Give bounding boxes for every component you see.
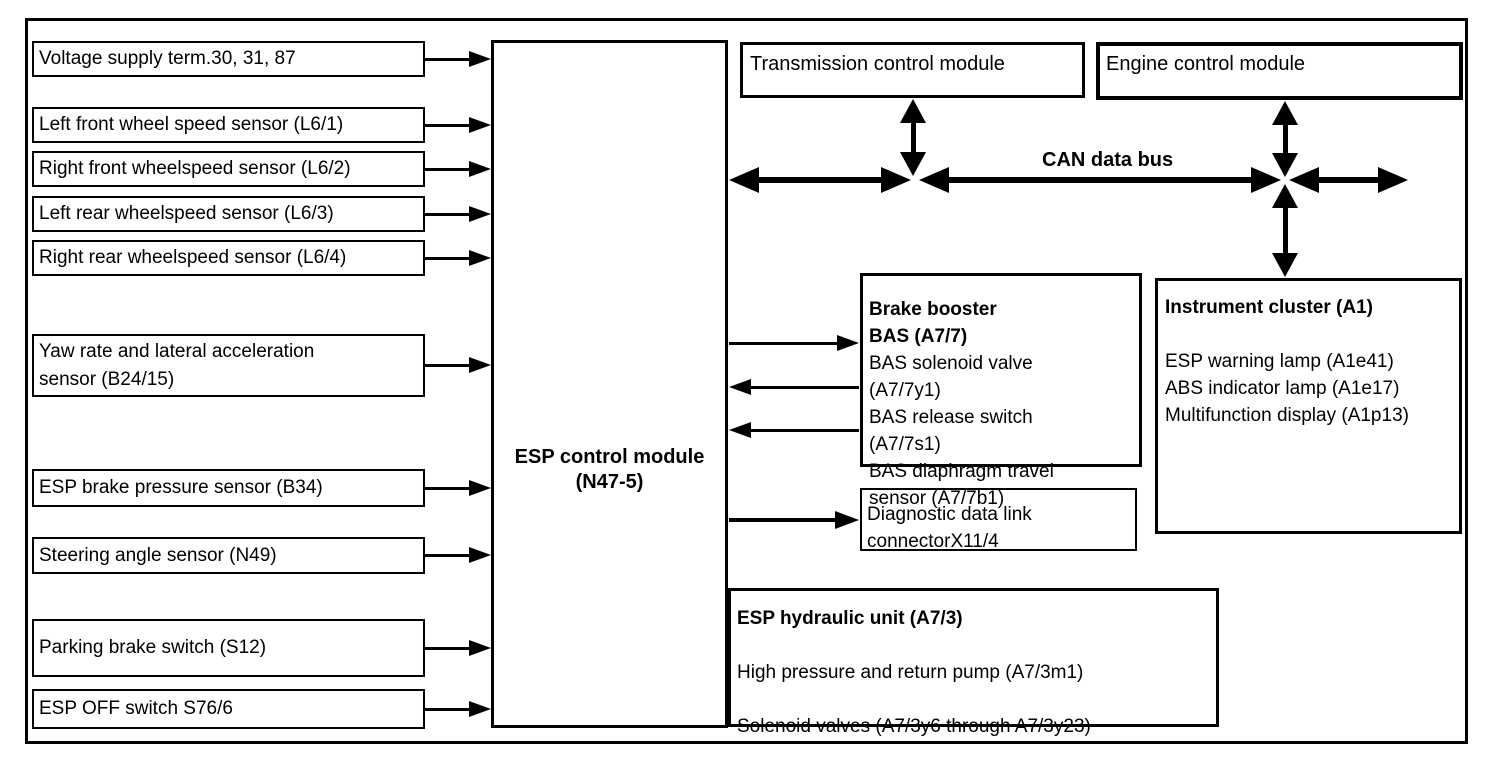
diagnostic-label-line1: Diagnostic data link [867, 504, 1032, 525]
diagram-outer-border [25, 18, 1468, 744]
input-arrow [469, 116, 491, 133]
spacer [1165, 321, 1459, 348]
input-arrow [425, 123, 471, 127]
input-box: ESP brake pressure sensor (B34) [32, 469, 425, 507]
input-arrow [425, 167, 471, 171]
hydraulic-unit-title: ESP hydraulic unit (A7/3) [737, 608, 963, 629]
input-box: Yaw rate and lateral acceleration sensor… [32, 334, 425, 397]
brake-booster-item-line: (A7/7s1) [869, 434, 941, 455]
brake-booster-item-line: sensor (A7/7b1) [869, 488, 1005, 509]
hydraulic-unit-item: Solenoid valves (A7/3y6 through A7/3y23) [737, 716, 1091, 737]
engine-can-arrow [1271, 153, 1298, 177]
input-arrow [425, 57, 471, 61]
esp-hydraulic-unit-box: ESP hydraulic unit (A7/3) High pressure … [728, 588, 1219, 737]
input-arrow [469, 547, 491, 563]
input-box: Left front wheel speed sensor (L6/1) [32, 107, 425, 143]
esp-control-module-label: ESP control module [514, 446, 705, 468]
brake-booster-title-line1: Brake booster [869, 299, 997, 320]
brake-booster-items: BAS solenoid valve (A7/7y1) BAS release sw… [869, 350, 1139, 512]
engine-control-module-label: Engine control module [1106, 53, 1306, 75]
input-box: Right front wheelspeed sensor (L6/2) [32, 151, 425, 187]
input-arrow [425, 364, 471, 367]
brake-booster-to-esp-arrow [729, 421, 751, 438]
input-box: Right rear wheelspeed sensor (L6/4) [32, 240, 425, 276]
engine-can-arrow [1271, 101, 1298, 125]
instrument-cluster-item-line: ABS indicator lamp (A1e17) [1165, 378, 1400, 399]
input-box-label: Steering angle sensor (N49) [39, 544, 277, 566]
can-bus-right-segment [1317, 177, 1380, 183]
input-arrow [425, 212, 471, 216]
input-arrow [425, 554, 471, 557]
brake-booster-item-line: BAS release switch [869, 407, 1033, 428]
instrument-cluster-title: Instrument cluster (A1) [1165, 297, 1373, 318]
input-arrow [469, 639, 491, 656]
input-box-label: Right front wheelspeed sensor (L6/2) [39, 158, 351, 179]
input-box: ESP OFF switch S76/6 [32, 689, 425, 729]
input-box-label: Yaw rate and lateral acceleration sensor… [39, 340, 315, 390]
input-box-label: ESP brake pressure sensor (B34) [39, 477, 323, 498]
input-box-label: Voltage supply term.30, 31, 87 [39, 48, 296, 69]
diagnostic-data-link-connector-box: Diagnostic data link connectorX11/4 [860, 488, 1137, 552]
esp-control-module-title: ESP control module (N47-5) [491, 445, 728, 495]
input-box-label: Parking brake switch (S12) [39, 637, 267, 658]
input-arrow [469, 357, 491, 373]
brake-booster-to-esp-arrow [749, 428, 859, 432]
input-arrow [469, 700, 491, 717]
input-box: Voltage supply term.30, 31, 87 [32, 41, 425, 77]
transmission-can-arrow [899, 99, 926, 123]
can-bus-left-segment [729, 166, 759, 193]
input-box-label: Right rear wheelspeed sensor (L6/4) [39, 247, 347, 268]
input-arrow [469, 50, 491, 67]
can-bus-right-segment [1378, 166, 1408, 193]
can-to-instrument-cluster-arrow [1271, 253, 1298, 277]
input-box-label: Left front wheel speed sensor (L6/1) [39, 114, 344, 135]
brake-booster-item-line: BAS diaphragm travel [869, 461, 1054, 482]
can-data-bus-label: CAN data bus [1042, 149, 1174, 171]
input-arrow [469, 249, 491, 266]
esp-to-diagnostic-arrow [835, 510, 859, 529]
input-arrow [469, 205, 491, 222]
instrument-cluster-items: ESP warning lamp (A1e41) ABS indicator la… [1165, 348, 1459, 429]
esp-control-module-code: (N47-5) [575, 471, 644, 493]
instrument-cluster-box: Instrument cluster (A1) ESP warning lamp… [1155, 278, 1462, 534]
transmission-can-arrow [910, 121, 916, 154]
brake-booster-title-line2: BAS (A7/7) [869, 326, 968, 347]
can-bus-middle-segment [947, 177, 1253, 183]
input-box: Steering angle sensor (N49) [32, 537, 425, 574]
brake-booster-bas-box: Brake booster BAS (A7/7) BAS solenoid va… [860, 273, 1142, 509]
input-arrow [425, 256, 471, 260]
can-bus-left-segment [757, 177, 883, 183]
esp-to-brake-booster-arrow [837, 334, 859, 351]
input-box-label: Left rear wheelspeed sensor (L6/3) [39, 203, 334, 224]
diagnostic-label-line2: connectorX11/4 [867, 531, 999, 552]
instrument-cluster-item-line: ESP warning lamp (A1e41) [1165, 351, 1394, 372]
hydraulic-unit-item: High pressure and return pump (A7/3m1) [737, 662, 1084, 683]
can-to-instrument-cluster-arrow [1282, 206, 1288, 255]
input-box-label: ESP OFF switch S76/6 [39, 698, 233, 719]
esp-control-module-box [491, 40, 728, 728]
instrument-cluster-item-line: Multifunction display (A1p13) [1165, 405, 1409, 426]
input-arrow [425, 486, 471, 490]
esp-to-diagnostic-arrow [729, 518, 837, 522]
brake-booster-item-line: BAS solenoid valve [869, 353, 1033, 374]
input-arrow [425, 707, 471, 711]
esp-to-brake-booster-arrow [729, 341, 839, 345]
input-arrow [425, 646, 471, 650]
transmission-control-module-label: Transmission control module [750, 53, 1005, 75]
brake-booster-to-esp-arrow [729, 378, 751, 395]
input-box: Left rear wheelspeed sensor (L6/3) [32, 196, 425, 232]
input-box: Parking brake switch (S12) [32, 619, 425, 677]
brake-booster-to-esp-arrow [749, 385, 859, 389]
can-to-instrument-cluster-arrow [1271, 184, 1298, 208]
transmission-can-arrow [899, 152, 926, 176]
input-arrow [469, 479, 491, 496]
brake-booster-item-line: (A7/7y1) [869, 380, 941, 401]
input-arrow [469, 160, 491, 177]
transmission-control-module-box: Transmission control module [740, 42, 1085, 98]
engine-control-module-box: Engine control module [1096, 42, 1463, 100]
engine-can-arrow [1282, 123, 1288, 155]
